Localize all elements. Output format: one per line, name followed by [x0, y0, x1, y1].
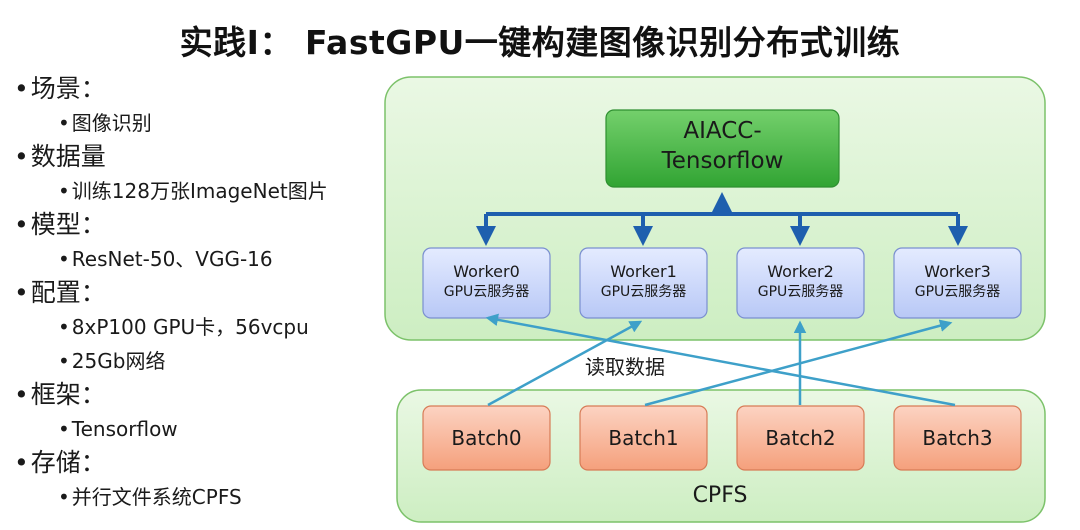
spec-value: 并行文件系统CPFS: [71, 485, 242, 509]
read-arrow: [487, 320, 643, 407]
bullet: •: [14, 210, 29, 239]
worker-box: [579, 247, 708, 319]
spec-value: 训练128万张ImageNet图片: [71, 179, 328, 203]
batch-label: Batch3: [922, 426, 993, 450]
spec-sub-framework: •Tensorflow: [14, 412, 374, 446]
bullet: •: [58, 349, 70, 373]
read-data-label: 读取数据: [585, 355, 665, 379]
spec-label: 框架：: [30, 380, 106, 409]
spec-value: 图像识别: [71, 111, 152, 135]
bullet: •: [14, 74, 29, 103]
batch-box: [893, 405, 1022, 471]
spec-sub-config-network: •25Gb网络: [14, 344, 374, 378]
worker-label: Worker1 GPU云服务器: [580, 262, 707, 302]
spec-item-config: •配置：: [14, 276, 374, 310]
worker-name: Worker3: [924, 262, 991, 281]
spec-label: 配置：: [30, 278, 106, 307]
bullet: •: [58, 315, 70, 339]
bullet: •: [58, 179, 70, 203]
spec-item-scene: •场景：: [14, 72, 374, 106]
bullet: •: [58, 247, 70, 271]
spec-label: 存储：: [30, 448, 106, 477]
aiacc-line2: Tensorflow: [661, 148, 784, 174]
worker-sub: GPU云服务器: [914, 284, 1001, 300]
batch-box: [736, 405, 865, 471]
bullet: •: [58, 417, 70, 441]
aiacc-label: AIACC- Tensorflow: [606, 116, 839, 176]
batch-label: Batch1: [608, 426, 679, 450]
worker-box: [893, 247, 1022, 319]
worker-label: Worker2 GPU云服务器: [737, 262, 864, 302]
spec-item-storage: •存储：: [14, 446, 374, 480]
bullet: •: [58, 485, 70, 509]
spec-item-model: •模型：: [14, 208, 374, 242]
aiacc-line1: AIACC-: [683, 118, 762, 144]
worker-sub: GPU云服务器: [443, 284, 530, 300]
batch-box: [579, 405, 708, 471]
spec-label: 模型：: [30, 210, 106, 239]
spec-sub-scene: •图像识别: [14, 106, 374, 140]
spec-sub-data-volume: •训练128万张ImageNet图片: [14, 174, 374, 208]
bullet: •: [14, 278, 29, 307]
worker-label: Worker0 GPU云服务器: [423, 262, 550, 302]
worker-sub: GPU云服务器: [600, 284, 687, 300]
worker-label: Worker3 GPU云服务器: [894, 262, 1021, 302]
spec-value: ResNet-50、VGG-16: [71, 247, 273, 271]
batch-box: [422, 405, 551, 471]
bullet: •: [14, 380, 29, 409]
cpfs-label: CPFS: [692, 483, 748, 508]
spec-sub-storage: •并行文件系统CPFS: [14, 480, 374, 514]
batch-label: Batch2: [765, 426, 836, 450]
worker-box: [736, 247, 865, 319]
worker-name: Worker1: [610, 262, 677, 281]
worker-name: Worker0: [453, 262, 520, 281]
spec-value: 25Gb网络: [71, 349, 166, 373]
page-title: 实践I： FastGPU一键构建图像识别分布式训练: [179, 23, 901, 62]
read-arrow: [644, 319, 953, 407]
spec-sub-model: •ResNet-50、VGG-16: [14, 242, 374, 276]
spec-sub-config-gpu: •8xP100 GPU卡，56vcpu: [14, 310, 374, 344]
bullet: •: [14, 448, 29, 477]
worker-name: Worker2: [767, 262, 834, 281]
bullet: •: [14, 142, 29, 171]
cpfs-storage-panel: [396, 389, 1046, 523]
data-read-arrows: [485, 313, 956, 407]
read-arrow: [485, 313, 956, 407]
worker-sub: GPU云服务器: [757, 284, 844, 300]
spec-item-framework: •框架：: [14, 378, 374, 412]
spec-value: 8xP100 GPU卡，56vcpu: [71, 315, 309, 339]
spec-label: 场景：: [30, 74, 106, 103]
bullet: •: [58, 111, 70, 135]
batch-label: Batch0: [451, 426, 522, 450]
allreduce-bus: [476, 192, 968, 246]
spec-label: 数据量: [30, 142, 106, 171]
spec-value: Tensorflow: [71, 417, 178, 441]
aiacc-tensorflow-box: [605, 109, 840, 188]
spec-item-data-volume: •数据量: [14, 140, 374, 174]
spec-list: •场景： •图像识别 •数据量 •训练128万张ImageNet图片 •模型： …: [14, 72, 374, 514]
